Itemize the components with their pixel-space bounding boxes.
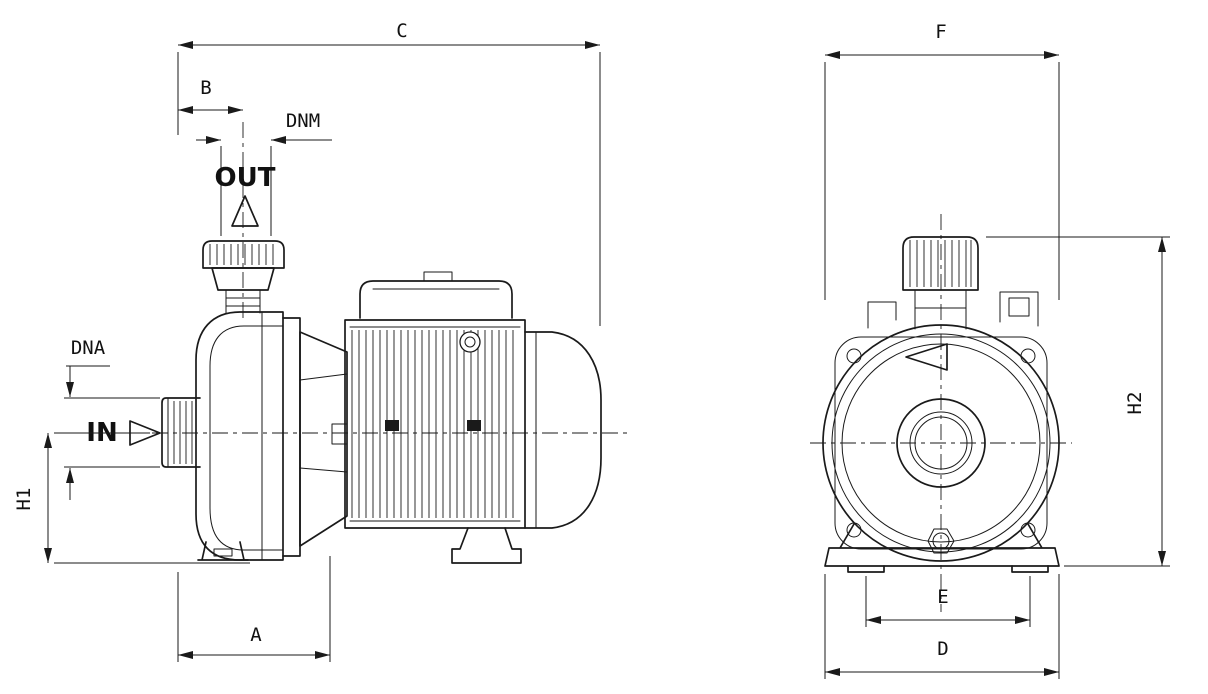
front-bosses: [867, 291, 1039, 329]
bracket-outline: [299, 331, 348, 547]
motor-bolt-right: [467, 420, 481, 431]
front-port-knurl: [909, 240, 972, 287]
out-label: OUT: [215, 163, 276, 193]
dim-d-extensions: [824, 574, 1060, 679]
dim-h2-extensions: [986, 236, 1170, 567]
dim-d: D: [824, 574, 1060, 679]
end-cap-outline: [524, 331, 602, 529]
terminal-box: [359, 271, 513, 319]
dim-c-extensions: [177, 52, 601, 326]
drain-plug-circle: [932, 532, 950, 550]
front-top-port: [902, 236, 979, 330]
dim-e: E: [865, 576, 1031, 627]
dim-label-b: B: [200, 77, 211, 99]
dim-dna: DNA: [64, 337, 160, 500]
casing-inner-contour: [209, 325, 284, 551]
dim-a: A: [177, 556, 331, 662]
stand-feet: [847, 565, 1049, 573]
dim-label-h1: H1: [13, 488, 35, 511]
motor-bracket: [299, 331, 348, 547]
dim-h2: H2: [986, 236, 1170, 567]
motor-outline: [344, 319, 526, 529]
front-view: F H2 E D: [810, 21, 1170, 679]
casing-outline: [195, 311, 284, 561]
dim-f-extensions: [824, 62, 1060, 300]
casing-outer-circle: [822, 324, 1060, 562]
discharge-port: [202, 240, 285, 314]
dim-label-d: D: [937, 638, 948, 660]
terminal-box-lid: [372, 271, 500, 290]
motor-foot: [451, 527, 522, 564]
feet: [197, 527, 522, 564]
rotation-arrow-icon: [905, 343, 948, 371]
dim-label-dnm: DNM: [286, 110, 320, 132]
suction-fitting-knurl: [173, 401, 193, 464]
terminal-box-outline: [359, 280, 513, 319]
front-port-nut: [902, 236, 979, 291]
bracket-ribs: [299, 373, 348, 473]
casing-backplate: [282, 317, 301, 557]
dim-h1: H1: [13, 432, 250, 564]
motor-body: [344, 319, 526, 529]
backplate-bolt-tl: [846, 348, 862, 364]
drain-plug-hex: [927, 528, 955, 554]
dim-f: F: [824, 21, 1060, 300]
motor-edge-lines: [349, 326, 521, 522]
dim-label-c: C: [396, 20, 407, 42]
motor-fins: [351, 330, 514, 518]
discharge-nut: [202, 240, 285, 269]
dim-dnm: DNM: [196, 110, 332, 236]
front-centerlines: [810, 214, 1072, 612]
hub-inner-circle: [914, 416, 968, 470]
side-view: C B DNM OUT DNA IN: [13, 20, 632, 662]
front-casing: [822, 324, 1060, 562]
suction-fitting: [161, 397, 201, 468]
dim-dna-extensions: [64, 397, 160, 468]
out-flow-arrow-icon: [231, 195, 259, 227]
dim-label-dna: DNA: [71, 337, 106, 359]
front-stand: [824, 523, 1060, 573]
dim-label-f: F: [935, 21, 946, 43]
discharge-nut-lower: [211, 267, 275, 291]
casing-ring-2: [831, 333, 1051, 553]
motor-end-cap: [524, 331, 602, 529]
backplate-bolt-tr: [1020, 348, 1036, 364]
front-port-collar: [914, 289, 967, 330]
dim-label-a: A: [250, 624, 262, 646]
hub-outer-circle: [896, 398, 986, 488]
motor-bolt-left: [385, 420, 399, 431]
left-boss: [867, 301, 897, 329]
discharge-nut-knurl: [209, 244, 274, 265]
motor-eyebolt-inner: [464, 336, 476, 348]
hub-middle-circle: [909, 411, 973, 475]
stand-base: [824, 523, 1060, 567]
dim-h1-extensions: [54, 432, 250, 564]
dim-c: C: [177, 20, 601, 326]
right-plug-boss: [999, 291, 1039, 327]
casing-ring-3: [841, 343, 1041, 543]
suction-port: [161, 397, 201, 468]
dim-a-extensions: [177, 556, 331, 662]
discharge-pipe: [225, 289, 261, 314]
out-port-annotation: OUT: [215, 163, 276, 227]
dim-dnm-extensions: [220, 146, 272, 236]
front-foot: [197, 541, 249, 561]
dim-label-h2: H2: [1124, 392, 1146, 415]
pump-casing: [195, 311, 301, 561]
dim-b: B: [178, 77, 243, 114]
front-foot-slot: [197, 548, 249, 564]
dim-label-e: E: [937, 586, 948, 608]
